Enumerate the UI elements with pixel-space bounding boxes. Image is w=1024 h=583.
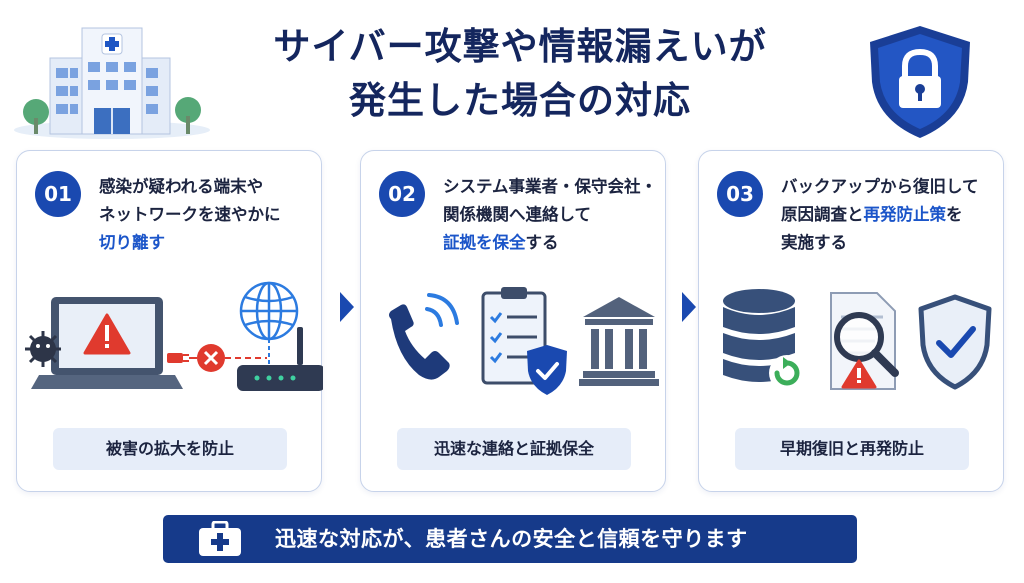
step-arrow-icon (682, 292, 696, 322)
medical-kit-icon (199, 521, 241, 556)
step-text-line: ネットワークを速やかに (99, 205, 281, 224)
router-icon (237, 327, 323, 391)
virus-icon (25, 331, 61, 367)
step-number-badge: 03 (717, 171, 763, 217)
government-building-icon (579, 297, 659, 386)
footer-banner: 迅速な対応が、患者さんの安全と信頼を守ります (163, 515, 857, 563)
step-text-line: バックアップから復旧して (781, 177, 979, 196)
plug-icon (167, 353, 189, 363)
step-highlight-text: 再発防止策 (863, 205, 947, 224)
step-text-line: を (946, 205, 963, 224)
title-line-2: 発生した場合の対応 (349, 79, 691, 122)
step-highlight-text: 証拠を保全 (443, 233, 526, 252)
step-arrow-icon (340, 292, 354, 322)
disconnect-x-icon (197, 344, 225, 372)
step-description: システム事業者・保守会社・ 関係機関へ連絡して 証拠を保全する (443, 173, 657, 257)
phone-icon (389, 293, 459, 380)
step-text-line: 関係機関へ連絡して (443, 205, 592, 224)
step-illustration (361, 279, 667, 419)
warning-icon (83, 313, 131, 355)
step-text-line: 感染が疑われる端末や (99, 177, 264, 196)
step-card-2: 02 システム事業者・保守会社・ 関係機関へ連絡して 証拠を保全する (360, 150, 666, 492)
page-title: サイバー攻撃や情報漏えいが 発生した場合の対応 (230, 20, 810, 128)
lock-shield-icon (870, 26, 970, 138)
step-text-line: する (525, 233, 559, 252)
step-description: 感染が疑われる端末や ネットワークを速やかに 切り離す (99, 173, 313, 257)
step-result-label: 被害の拡大を防止 (53, 428, 287, 470)
restore-icon (769, 355, 805, 391)
globe-icon (239, 281, 299, 341)
step-text-line: 実施する (781, 233, 847, 252)
step-description: バックアップから復旧して 原因調査と再発防止策を 実施する (781, 173, 995, 257)
step-card-3: 03 バックアップから復旧して 原因調査と再発防止策を 実施する (698, 150, 1004, 492)
step-text-line: システム事業者・保守会社・ (443, 177, 658, 196)
shield-check-icon (527, 345, 567, 395)
step-result-label: 早期復旧と再発防止 (735, 428, 969, 470)
step-highlight-text: 切り離す (99, 233, 165, 252)
step-illustration (699, 279, 1005, 419)
warning-icon (841, 359, 877, 389)
step-number-badge: 02 (379, 171, 425, 217)
step-illustration (17, 279, 323, 419)
step-result-label: 迅速な連絡と証拠保全 (397, 428, 631, 470)
magnifier-document-icon (830, 292, 899, 390)
footer-message: 迅速な対応が、患者さんの安全と信頼を守ります (275, 527, 748, 551)
shield-check-icon (918, 294, 992, 390)
title-line-1: サイバー攻撃や情報漏えいが (273, 25, 767, 68)
step-card-1: 01 感染が疑われる端末や ネットワークを速やかに 切り離す (16, 150, 323, 492)
step-text-line: 原因調査と (781, 205, 864, 224)
step-number-badge: 01 (35, 171, 81, 217)
hospital-illustration (14, 27, 210, 139)
